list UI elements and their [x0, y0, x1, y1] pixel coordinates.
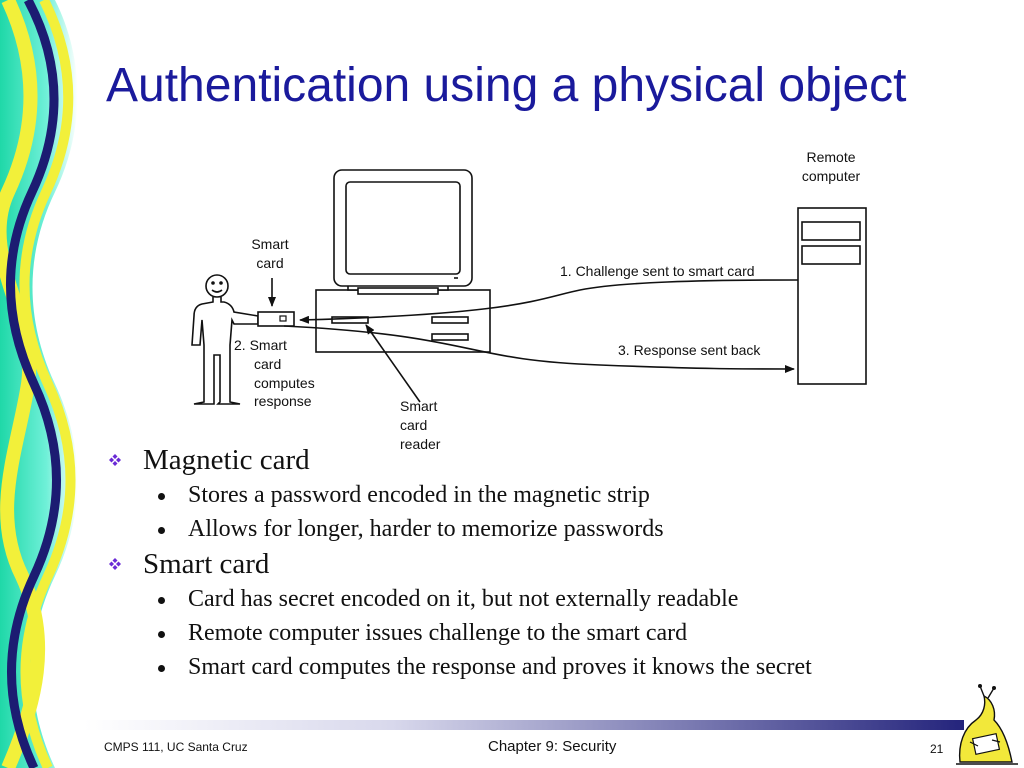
card-reader-label: Smart — [400, 398, 437, 414]
bullet-magnetic-card: Magnetic card — [104, 442, 1004, 478]
card-computes-label: computes — [254, 375, 315, 391]
local-computer-icon — [315, 169, 491, 353]
slug-mascot-icon — [956, 684, 1018, 765]
card-computes-label: card — [254, 356, 281, 372]
slide-title: Authentication using a physical object — [106, 59, 907, 112]
round-dot-icon — [158, 597, 165, 604]
decorative-wave-strip — [0, 0, 78, 768]
sub-bullet-text: Stores a password encoded in the magneti… — [188, 482, 650, 508]
sub-bullet-text: Allows for longer, harder to memorize pa… — [188, 516, 664, 542]
sub-bullet-text: Smart card computes the response and pro… — [188, 654, 812, 680]
sub-bullet: Stores a password encoded in the magneti… — [104, 478, 1004, 512]
smart-card-icon — [257, 311, 295, 327]
four-diamond-icon — [109, 558, 121, 570]
round-dot-icon — [158, 665, 165, 672]
sub-bullet: Smart card computes the response and pro… — [104, 650, 1004, 684]
sub-bullet-text: Remote computer issues challenge to the … — [188, 620, 688, 646]
round-dot-icon — [158, 631, 165, 638]
smart-card-label: card — [256, 255, 283, 271]
sub-bullet: Card has secret encoded on it, but not e… — [104, 582, 1004, 616]
slide-number: 21 — [930, 742, 944, 756]
smart-card-authentication-diagram: Remote computer Smart card 1. Challenge … — [191, 149, 867, 452]
round-dot-icon — [158, 493, 165, 500]
footer-course: CMPS 111, UC Santa Cruz — [104, 740, 248, 754]
smart-card-label: Smart — [251, 236, 288, 252]
sub-bullet-text: Card has secret encoded on it, but not e… — [188, 586, 739, 612]
response-arrow — [283, 325, 795, 373]
sub-bullet: Allows for longer, harder to memorize pa… — [104, 512, 1004, 546]
remote-computer-label: Remote — [806, 149, 855, 165]
card-reader-label: reader — [400, 436, 441, 452]
sub-bullet: Remote computer issues challenge to the … — [104, 616, 1004, 650]
four-diamond-icon — [109, 454, 121, 466]
person-figure-icon — [191, 274, 259, 405]
footer-chapter: Chapter 9: Security — [488, 738, 617, 755]
card-computes-label: 2. Smart — [234, 337, 287, 353]
bullet-label: Smart card — [143, 548, 270, 580]
footer-divider-bar — [84, 720, 964, 730]
challenge-arrow — [299, 279, 799, 324]
bullet-smart-card: Smart card — [104, 546, 1004, 582]
response-label: 3. Response sent back — [618, 342, 761, 358]
challenge-label: 1. Challenge sent to smart card — [560, 263, 755, 279]
remote-computer-label: computer — [802, 168, 861, 184]
round-dot-icon — [158, 527, 165, 534]
remote-computer-icon — [797, 207, 867, 385]
card-computes-label: response — [254, 393, 312, 409]
card-reader-label: card — [400, 417, 427, 433]
bullet-label: Magnetic card — [143, 444, 310, 476]
bullet-list: Magnetic card Stores a password encoded … — [104, 442, 1004, 684]
reader-pointer-arrow — [365, 324, 421, 403]
